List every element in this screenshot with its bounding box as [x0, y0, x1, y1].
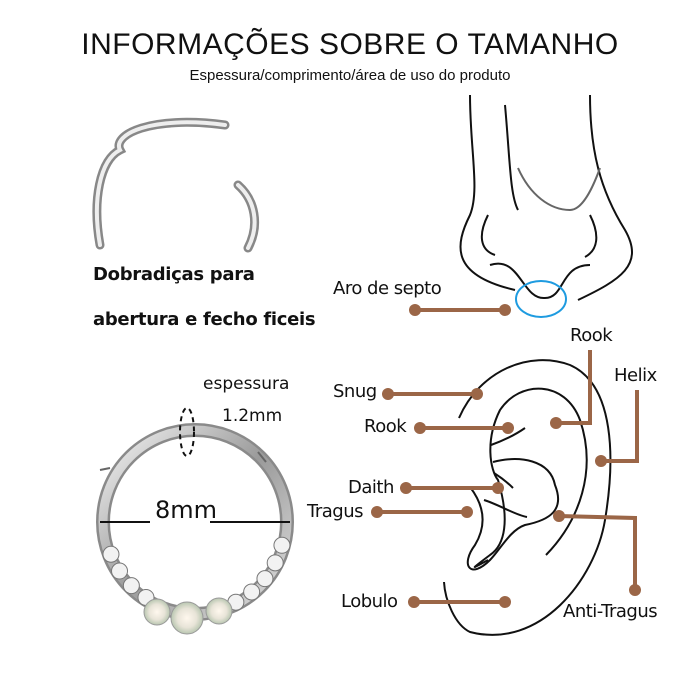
leader-dot-helix — [595, 455, 607, 467]
leader-dot-daith — [492, 482, 504, 494]
open-hinge-ring — [92, 117, 260, 253]
leader-dot-anti-tragus — [553, 510, 565, 522]
leader-dot-snug — [471, 388, 483, 400]
ear-drawing — [443, 359, 612, 636]
leader-dot-rook-top — [550, 417, 562, 429]
opal-stone — [205, 597, 233, 625]
page-title: INFORMAÇÕES SOBRE O TAMANHO — [81, 28, 619, 61]
feature-text-line1: Dobradiças para — [93, 264, 255, 285]
septum-ring-icon — [515, 280, 567, 318]
crystal-stones — [102, 536, 291, 611]
leader-dot-tragus — [371, 506, 383, 518]
thickness-label: espessura — [203, 374, 290, 394]
piercing-leaders — [371, 304, 641, 608]
crystal-stone — [102, 545, 120, 563]
label-helix: Helix — [614, 365, 657, 386]
label-snug: Snug — [333, 381, 377, 402]
label-lobulo: Lobulo — [341, 591, 398, 612]
label-septum: Aro de septo — [333, 278, 442, 299]
crystal-stone — [122, 577, 140, 595]
crystal-stone — [256, 570, 274, 588]
leader-line-anti-tragus — [558, 514, 637, 590]
leader-dot-snug — [382, 388, 394, 400]
leader-dot-lobulo — [408, 596, 420, 608]
label-anti-tragus: Anti-Tragus — [563, 601, 658, 622]
leader-dot-anti-tragus — [629, 584, 641, 596]
crystal-stone — [273, 536, 291, 554]
leader-line-rook-top — [556, 350, 592, 425]
diameter-value: 8mm — [155, 496, 218, 524]
nose-drawing — [459, 94, 633, 318]
leader-dot-septum — [499, 304, 511, 316]
leader-dot-tragus — [461, 506, 473, 518]
label-tragus: Tragus — [307, 501, 364, 522]
leader-dot-lobulo — [499, 596, 511, 608]
feature-text-line2: abertura e fecho ficeis — [93, 309, 316, 330]
crystal-stone — [266, 554, 284, 572]
crystal-stone — [243, 583, 261, 601]
thickness-value: 1.2mm — [222, 406, 283, 426]
label-rook: Rook — [364, 416, 407, 437]
leader-dot-septum — [409, 304, 421, 316]
leader-dot-rook — [502, 422, 514, 434]
label-rook-top: Rook — [570, 325, 613, 346]
page-subtitle: Espessura/comprimento/área de uso do pro… — [189, 67, 511, 84]
opal-stone — [143, 598, 171, 626]
leader-dot-rook — [414, 422, 426, 434]
closed-ring — [96, 407, 294, 635]
crystal-stone — [111, 562, 129, 580]
label-daith: Daith — [348, 477, 394, 498]
leader-dot-daith — [400, 482, 412, 494]
leader-line-helix — [601, 390, 639, 463]
opal-stone — [170, 601, 204, 635]
thickness-marker — [179, 407, 195, 457]
